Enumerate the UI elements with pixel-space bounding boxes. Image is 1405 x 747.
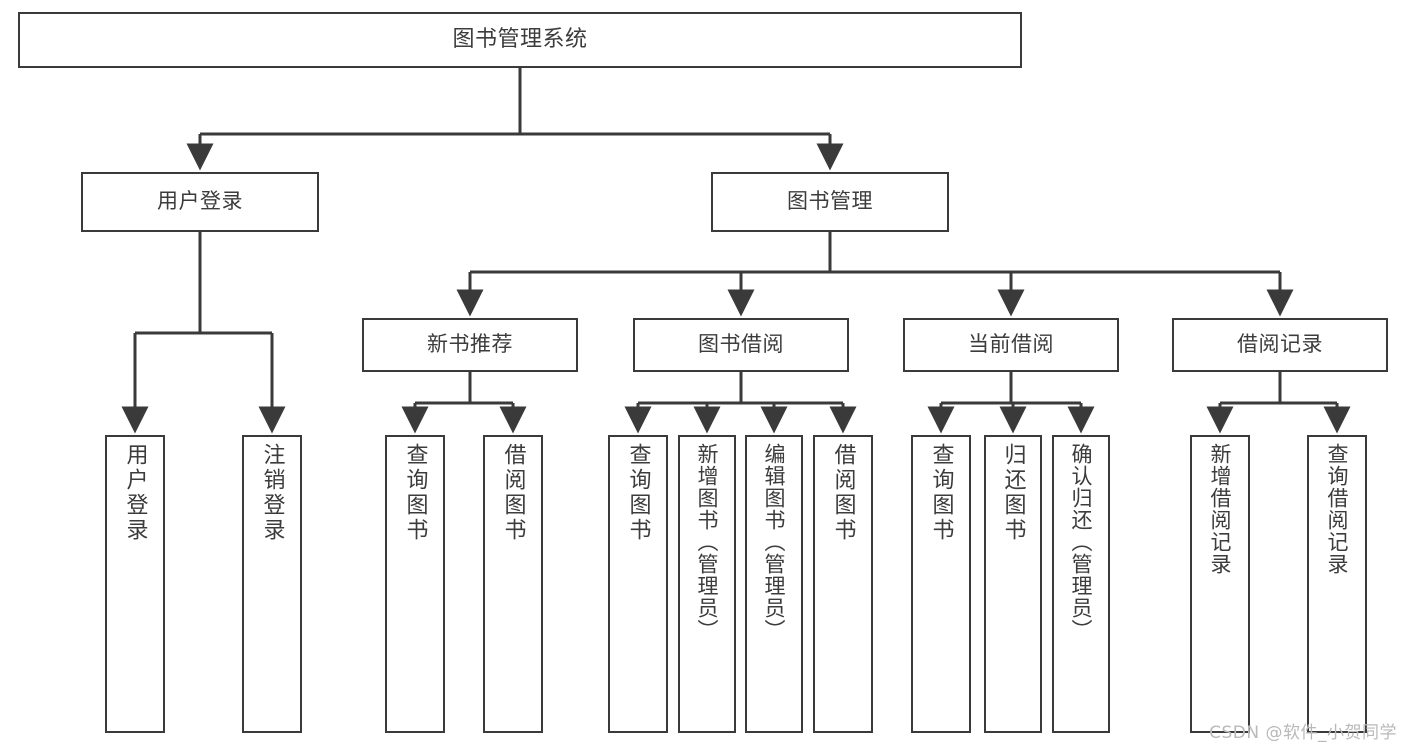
node-leaf-borrow-book-rec[interactable]: 借阅图书 (483, 435, 543, 733)
node-current-borrow-label: 当前借阅 (968, 332, 1054, 357)
node-borrow-record[interactable]: 借阅记录 (1172, 318, 1388, 372)
node-leaf-query-book-label: 查询图书 (625, 443, 651, 543)
node-leaf-logout-label: 注销登录 (259, 443, 285, 543)
node-leaf-query-book[interactable]: 查询图书 (608, 435, 668, 733)
node-leaf-add-record-label: 新增借阅记录 (1208, 443, 1233, 575)
node-current-borrow[interactable]: 当前借阅 (903, 318, 1119, 372)
node-user-login-label: 用户登录 (157, 189, 243, 214)
node-book-borrow[interactable]: 图书借阅 (633, 318, 849, 372)
node-leaf-query-record[interactable]: 查询借阅记录 (1307, 435, 1367, 733)
node-leaf-add-book-label: 新增图书（管理员） (695, 443, 720, 641)
node-leaf-query-record-label: 查询借阅记录 (1325, 443, 1350, 575)
node-leaf-query-book-rec-label: 查询图书 (402, 443, 428, 543)
node-leaf-borrow-book[interactable]: 借阅图书 (813, 435, 873, 733)
node-leaf-query-book-cur[interactable]: 查询图书 (911, 435, 971, 733)
node-leaf-edit-book-label: 编辑图书（管理员） (762, 443, 787, 641)
node-leaf-borrow-book-label: 借阅图书 (830, 443, 856, 543)
node-leaf-confirm-return[interactable]: 确认归还（管理员） (1052, 435, 1110, 733)
node-leaf-user-login-label: 用户登录 (122, 443, 148, 543)
node-root[interactable]: 图书管理系统 (18, 12, 1022, 68)
watermark: CSDN @软件_小贺同学 (1209, 723, 1397, 743)
node-leaf-query-book-rec[interactable]: 查询图书 (385, 435, 445, 733)
node-user-login[interactable]: 用户登录 (81, 172, 319, 232)
node-leaf-confirm-return-label: 确认归还（管理员） (1069, 443, 1094, 641)
node-new-book-rec[interactable]: 新书推荐 (362, 318, 578, 372)
node-root-label: 图书管理系统 (452, 26, 588, 52)
node-leaf-query-book-cur-label: 查询图书 (928, 443, 954, 543)
node-new-book-rec-label: 新书推荐 (427, 332, 513, 357)
node-leaf-return-book[interactable]: 归还图书 (984, 435, 1042, 733)
node-leaf-add-book[interactable]: 新增图书（管理员） (678, 435, 736, 733)
node-book-manage[interactable]: 图书管理 (711, 172, 949, 232)
node-leaf-logout[interactable]: 注销登录 (242, 435, 302, 733)
node-book-manage-label: 图书管理 (787, 189, 873, 214)
node-leaf-return-book-label: 归还图书 (1000, 443, 1026, 543)
node-leaf-edit-book[interactable]: 编辑图书（管理员） (745, 435, 803, 733)
node-book-borrow-label: 图书借阅 (698, 332, 784, 357)
node-borrow-record-label: 借阅记录 (1237, 332, 1323, 357)
node-leaf-add-record[interactable]: 新增借阅记录 (1190, 435, 1250, 733)
node-leaf-user-login[interactable]: 用户登录 (105, 435, 165, 733)
node-leaf-borrow-book-rec-label: 借阅图书 (500, 443, 526, 543)
